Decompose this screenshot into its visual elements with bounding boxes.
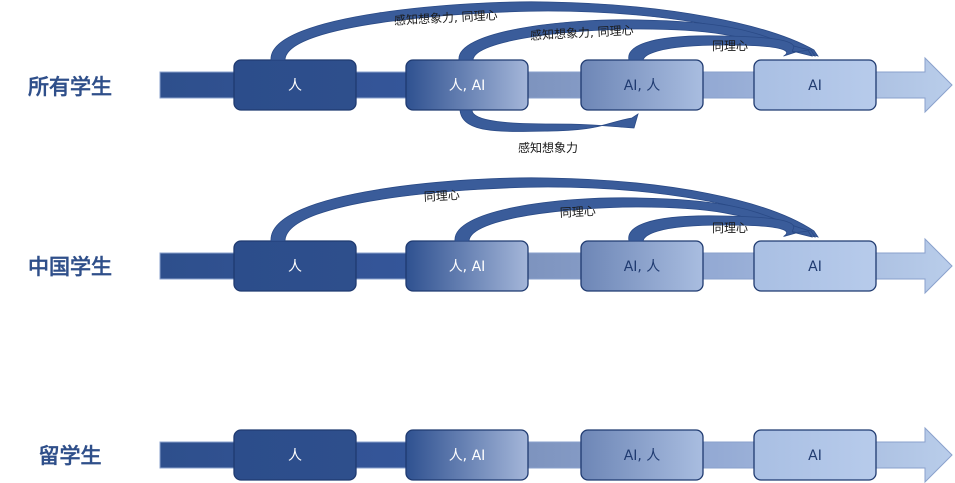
- stage-node-label: AI: [808, 448, 822, 464]
- stage-node-label: AI, 人: [624, 448, 661, 464]
- stage-node-label: AI, 人: [624, 78, 661, 94]
- stage-node-label: 人, AI: [449, 448, 486, 464]
- flow-arc-above: [628, 35, 813, 61]
- stage-node: [233, 429, 357, 481]
- stage-node-label: 人, AI: [449, 259, 486, 275]
- flow-row: 人 人, AI AI, 人 AI: [159, 426, 953, 483]
- arc-label: 同理心: [423, 188, 460, 204]
- arc-label: 同理心: [559, 204, 596, 220]
- row-label-all-students: 所有学生: [28, 75, 112, 99]
- flow-arc-above: [270, 1, 819, 61]
- stage-node-label: AI: [808, 259, 822, 275]
- stage-node-label: 人: [288, 78, 302, 94]
- stage-node: [753, 59, 877, 111]
- stage-node-label: AI, 人: [624, 259, 661, 275]
- arc-label: 同理心: [712, 221, 748, 235]
- flow-arc-above: [454, 197, 816, 242]
- stage-node: [580, 429, 704, 481]
- stage-node: [233, 59, 357, 111]
- stage-node-label: 人: [288, 259, 302, 275]
- arc-label: 同理心: [712, 39, 748, 53]
- flow-arc-below: [459, 109, 639, 132]
- stage-node: [753, 429, 877, 481]
- flow-arc-above: [628, 215, 813, 242]
- row-label-chinese-students: 中国学生: [28, 255, 112, 279]
- stage-node-label: AI: [808, 78, 822, 94]
- stage-node-label: 人: [288, 448, 302, 464]
- stage-node: [753, 240, 877, 292]
- stage-node-label: 人, AI: [449, 78, 486, 94]
- row-label-international-students: 留学生: [38, 444, 102, 468]
- stage-node: [233, 240, 357, 292]
- arc-label: 感知想象力, 同理心: [530, 22, 634, 42]
- arc-label: 感知想象力: [518, 140, 578, 155]
- flow-arc-above: [458, 19, 816, 61]
- arc-label: 感知想象力, 同理心: [394, 7, 498, 27]
- flow-arc-above: [270, 177, 819, 242]
- stage-node: [405, 429, 529, 481]
